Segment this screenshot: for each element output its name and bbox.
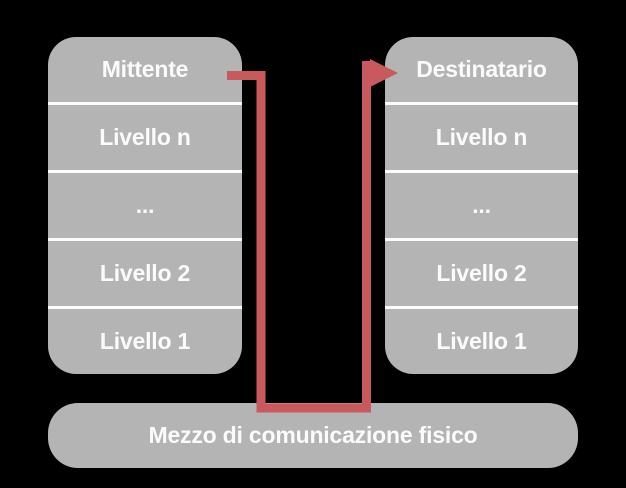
receiver-stack: Destinatario Livello n ... Livello 2 Liv…	[385, 37, 578, 374]
receiver-row-ellipsis: ...	[385, 170, 578, 238]
receiver-row-livello-n: Livello n	[385, 102, 578, 170]
physical-medium-bar: Mezzo di comunicazione fisico	[48, 403, 578, 468]
sender-row-livello-2: Livello 2	[48, 238, 242, 306]
sender-row-livello-1: Livello 1	[48, 306, 242, 374]
sender-stack: Mittente Livello n ... Livello 2 Livello…	[48, 37, 242, 374]
physical-medium-label: Mezzo di comunicazione fisico	[148, 422, 478, 448]
receiver-row-livello-1: Livello 1	[385, 306, 578, 374]
sender-row-mittente: Mittente	[101, 56, 189, 82]
sender-row-livello-n: Livello n	[48, 102, 242, 170]
sender-row-ellipsis: ...	[48, 170, 242, 238]
transmission-arrow-line	[227, 61, 371, 413]
receiver-row-destinatario: Destinatario	[416, 56, 547, 82]
receiver-row-livello-2: Livello 2	[385, 238, 578, 306]
